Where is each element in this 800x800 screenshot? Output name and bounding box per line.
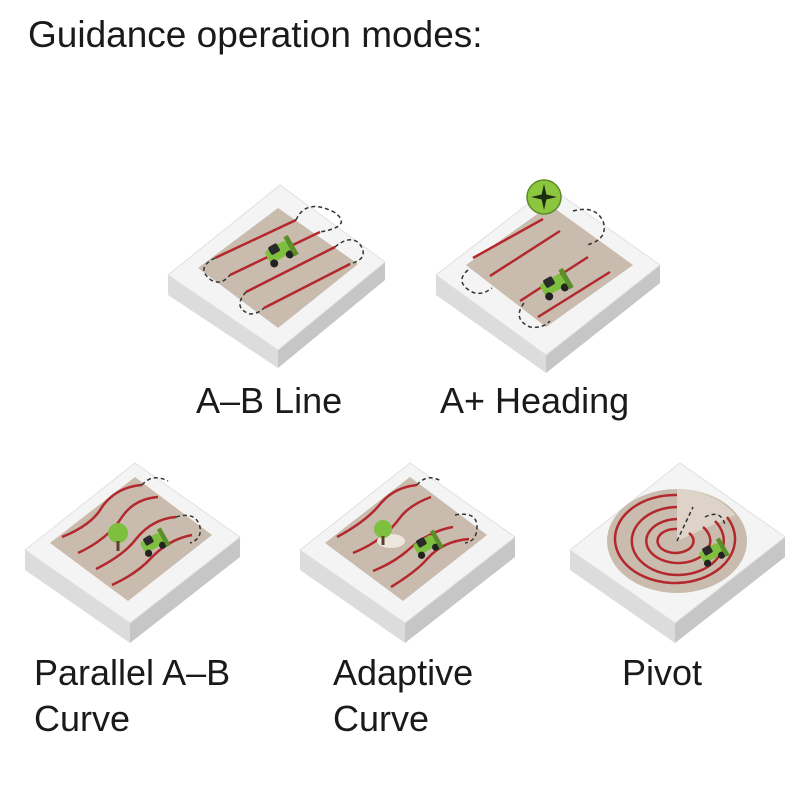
field — [50, 477, 212, 601]
adaptive-curve-tile — [299, 462, 516, 643]
tile-side — [675, 537, 785, 643]
turn-path — [416, 477, 478, 544]
parallel-ab-curve-tile — [24, 462, 241, 643]
mode-label-pivot: Pivot — [622, 652, 703, 693]
tile-side — [300, 550, 405, 643]
turn-path — [203, 205, 364, 315]
mode-label-parallel-ab-curve: Parallel A–B Curve — [34, 652, 231, 739]
tile-side — [436, 275, 546, 373]
tree-icon — [374, 520, 392, 545]
ab-line-tile — [167, 184, 386, 368]
tile-side — [405, 537, 515, 643]
guide-lines — [472, 217, 611, 319]
turn-path — [141, 477, 202, 544]
pivot-tile — [569, 462, 786, 643]
a-plus-heading-tile — [435, 179, 661, 373]
field — [466, 205, 633, 327]
compass-icon — [526, 179, 562, 215]
guide-lines — [336, 483, 470, 589]
tile-side — [278, 262, 385, 368]
turn-path — [676, 506, 726, 542]
mode-label-ab-line: A–B Line — [196, 380, 343, 421]
page-title: Guidance operation modes: — [28, 14, 483, 55]
field — [198, 208, 358, 328]
turn-path — [461, 208, 605, 329]
tile-side — [546, 265, 660, 373]
mode-label-adaptive-curve: Adaptive Curve — [333, 652, 474, 739]
tile-side — [130, 537, 240, 643]
tile-side — [168, 275, 278, 368]
tree-icon — [108, 523, 128, 551]
tile-side — [25, 550, 130, 643]
field-sector — [677, 489, 735, 541]
tile-side — [570, 550, 675, 643]
field — [325, 477, 487, 601]
guide-lines — [61, 483, 193, 587]
mode-label-a-plus-heading: A+ Heading — [440, 380, 630, 421]
